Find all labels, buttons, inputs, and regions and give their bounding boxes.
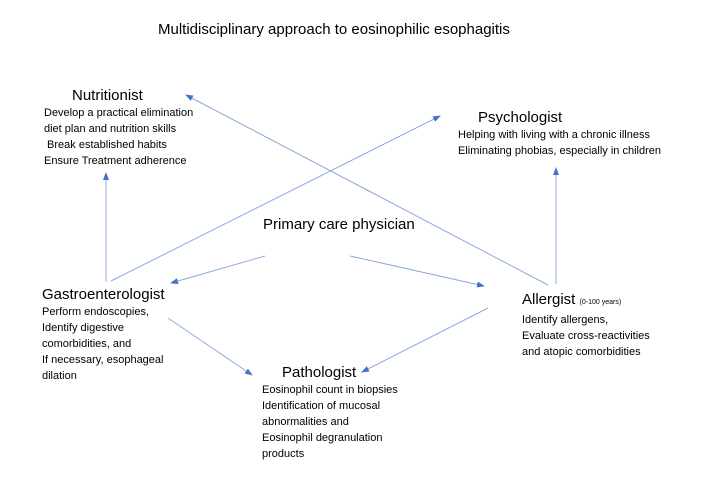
pathologist-line: Eosinophil count in biopsies [262,384,398,396]
gastroenterologist-line: If necessary, esophageal [42,354,164,366]
nutritionist-line: Ensure Treatment adherence [44,155,187,167]
arrow-allergist-to-pathologist [361,307,489,373]
pathologist-line: products [262,448,305,460]
pathologist-line: abnormalities and [262,416,349,428]
pathologist-line: Identification of mucosal [262,400,381,412]
psychologist-heading: Psychologist [478,109,563,126]
node-nutritionist: Nutritionist Develop a practical elimina… [44,87,193,169]
node-allergist: Allergist (0-100 years) Identify allerge… [522,291,650,360]
gastroenterologist-heading: Gastroenterologist [42,286,165,303]
nutritionist-line: Break established habits [44,139,167,151]
arrow-primary-to-gastro [170,255,266,284]
gastroenterologist-line: dilation [42,370,77,382]
diagram-title: Multidisciplinary approach to eosinophil… [158,21,510,38]
node-gastroenterologist: Gastroenterologist Perform endoscopies, … [42,286,165,384]
psychologist-line: Helping with living with a chronic illne… [458,129,650,141]
allergist-age-note: (0-100 years) [579,299,622,306]
gastroenterologist-line: Identify digestive [42,322,124,334]
allergist-heading: Allergist [522,291,576,308]
allergist-line: Evaluate cross-reactivities [522,330,650,342]
arrow-allergist-to-nutritionist [185,94,549,286]
nutritionist-line: diet plan and nutrition skills [44,123,177,135]
nutritionist-line: Develop a practical elimination [44,107,194,119]
nutritionist-heading: Nutritionist [72,87,143,104]
allergist-line: and atopic comorbidities [522,346,641,358]
psychologist-line: Eliminating phobias, especially in child… [458,145,662,157]
node-pathologist: Pathologist Eosinophil count in biopsies… [262,364,398,462]
arrow-gastro-to-pathologist [167,317,253,376]
gastroenterologist-line: comorbidities, and [42,338,132,350]
node-primary-care-physician: Primary care physician [263,216,415,233]
node-psychologist: Psychologist Helping with living with a … [458,109,661,159]
arrow-primary-to-allergist [349,255,485,288]
pathologist-line: Eosinophil degranulation [262,432,383,444]
arrow-gastro-to-psychologist [110,115,441,282]
gastroenterologist-line: Perform endoscopies, [42,306,149,318]
pathologist-heading: Pathologist [282,364,357,381]
allergist-line: Identify allergens, [522,314,609,326]
